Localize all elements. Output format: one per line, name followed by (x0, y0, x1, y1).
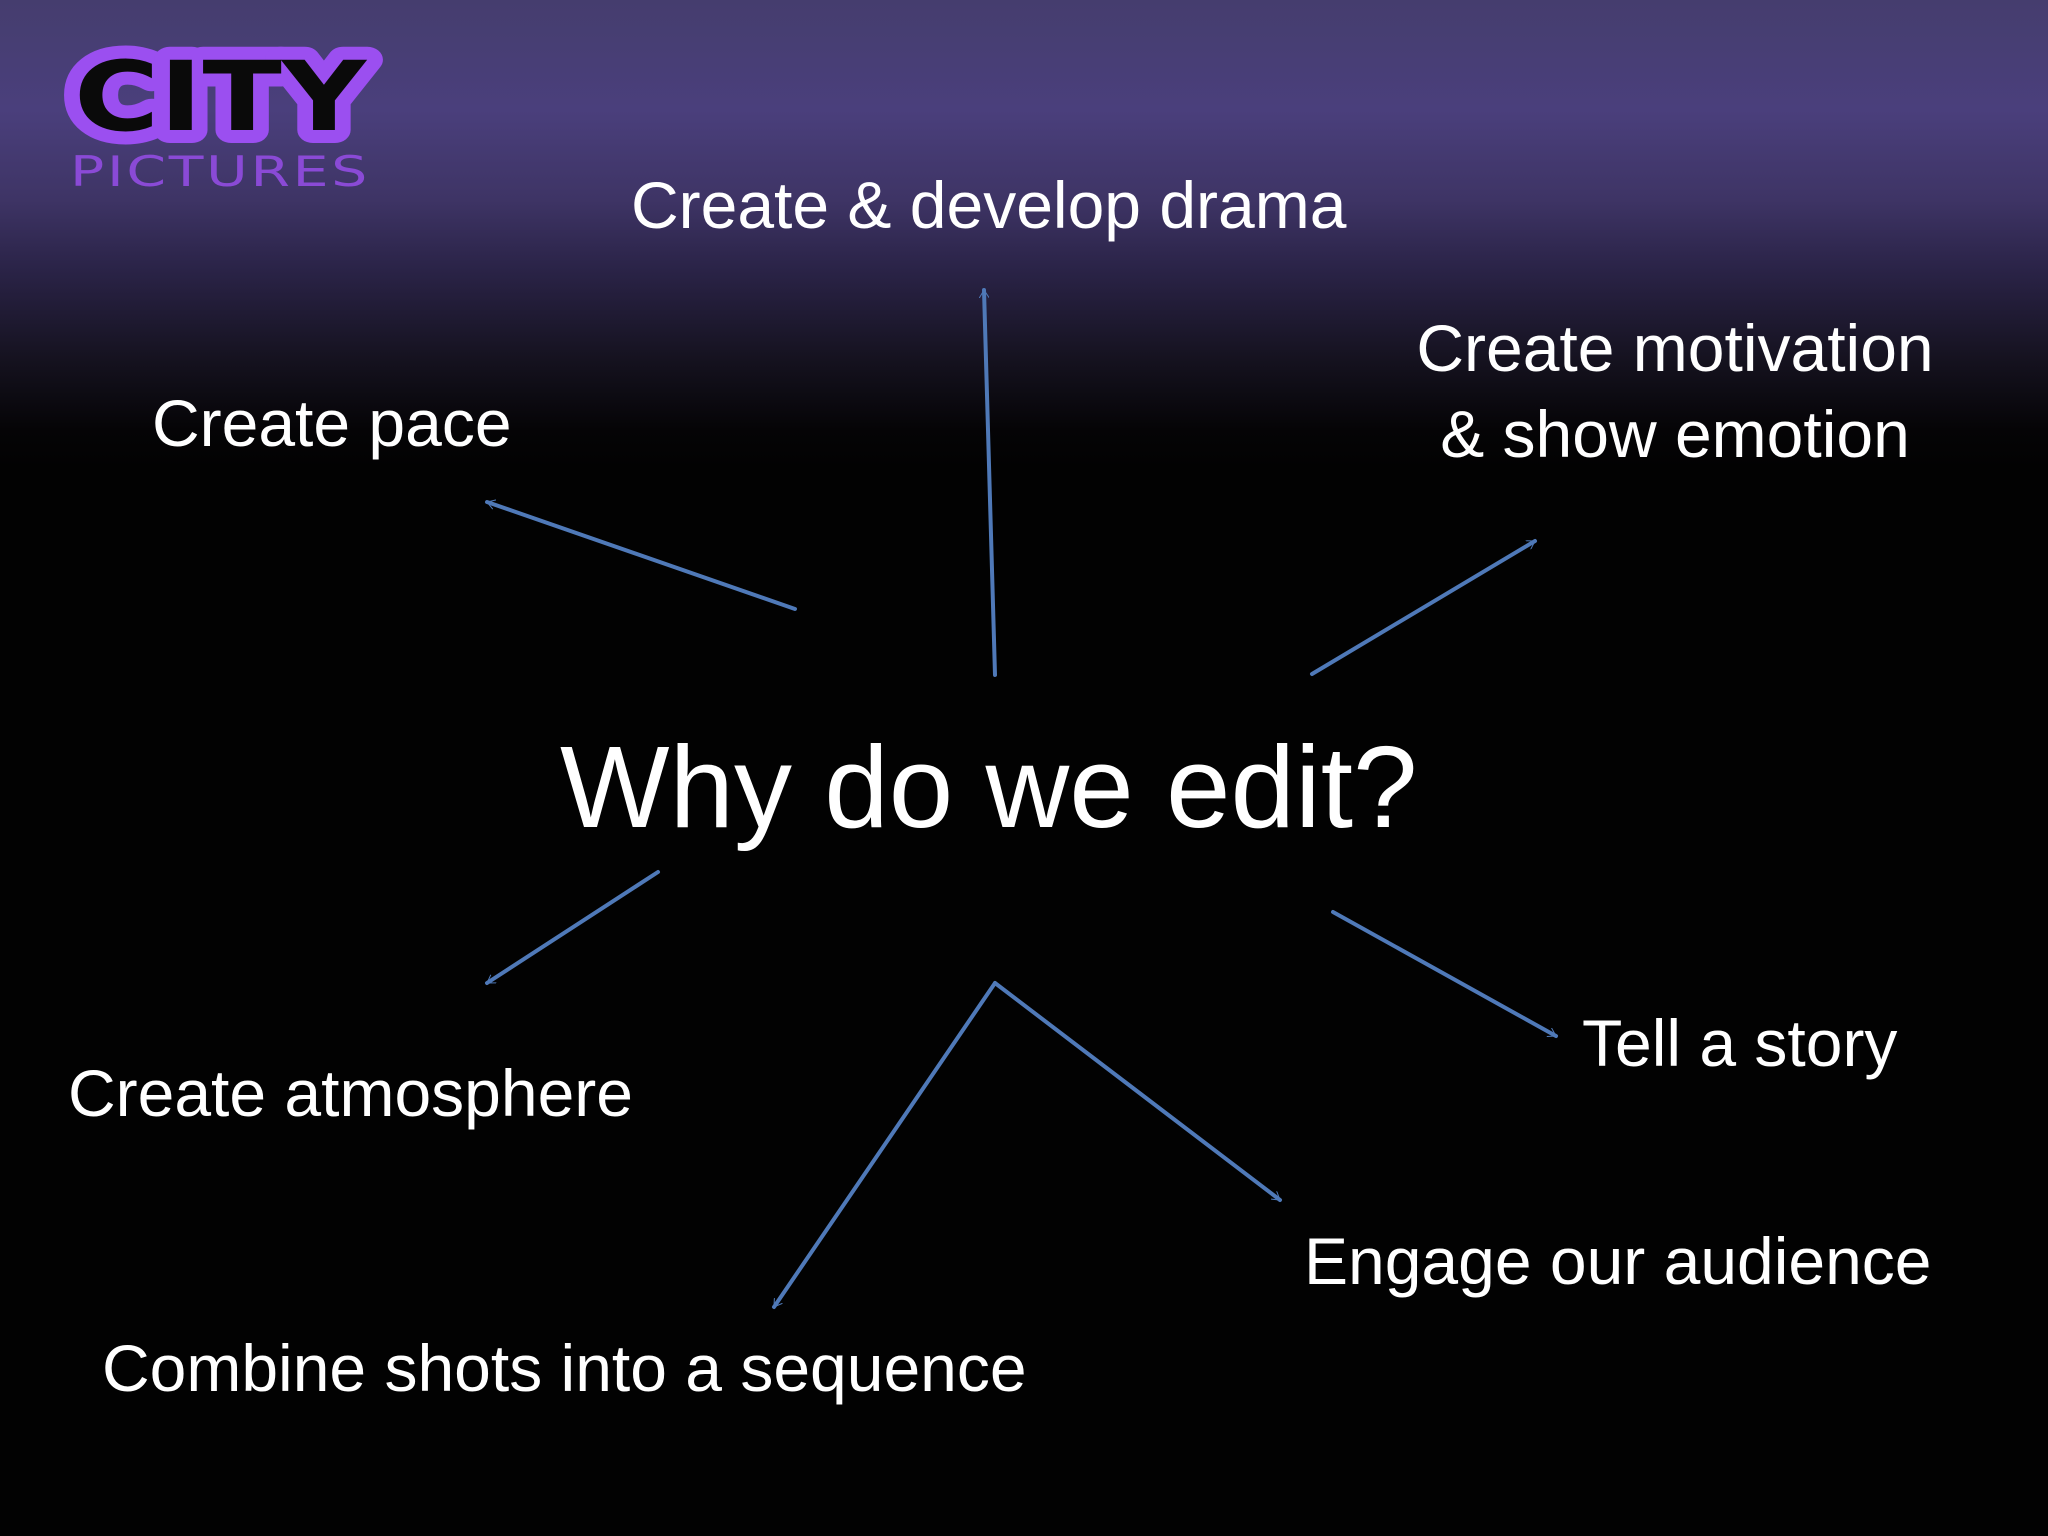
arrow-to-create-atmosphere (485, 870, 660, 985)
node-create-motivation: Create motivation & show emotion (1416, 311, 1934, 471)
node-create-pace: Create pace (152, 386, 512, 460)
node-engage-audience: Engage our audience (1304, 1224, 1932, 1298)
arrow-to-create-develop-drama (984, 288, 997, 677)
logo-wordmark-halo: CITY (74, 41, 368, 153)
logo-graphic: CITY CITY PICTURES (62, 30, 381, 196)
city-pictures-logo: CITY CITY PICTURES (62, 30, 392, 205)
arrow-to-create-pace (485, 502, 797, 611)
arrow-to-create-motivation (1310, 539, 1537, 676)
node-tell-a-story: Tell a story (1582, 1006, 1898, 1080)
node-create-atmosphere: Create atmosphere (68, 1056, 633, 1130)
arrow-to-tell-a-story (1331, 910, 1558, 1038)
logo-wordmark: CITY (74, 41, 368, 153)
node-combine-shots: Combine shots into a sequence (102, 1331, 1027, 1405)
arrow-to-engage-audience (993, 981, 1282, 1202)
center-question: Why do we edit? (560, 722, 1418, 852)
node-create-develop-drama: Create & develop drama (631, 168, 1347, 242)
logo-subtitle: PICTURES (70, 147, 370, 196)
arrow-to-combine-shots (772, 981, 997, 1309)
